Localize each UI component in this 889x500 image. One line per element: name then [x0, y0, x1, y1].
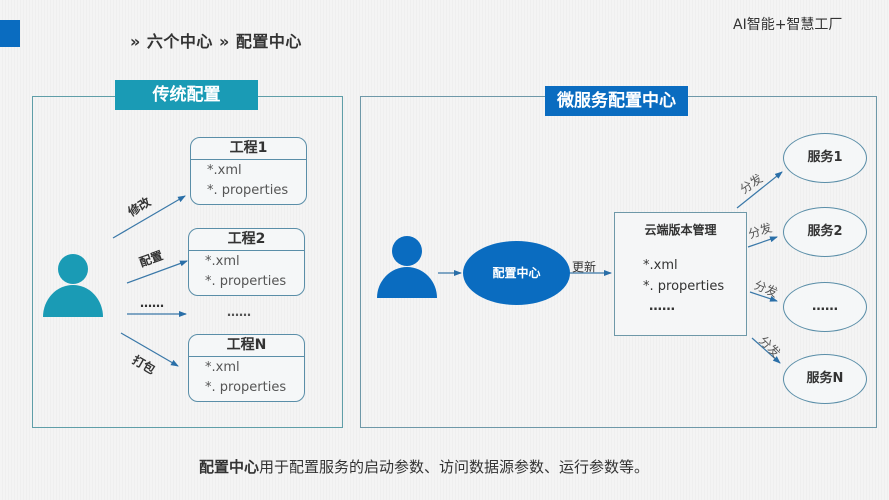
- user-icon: [43, 254, 103, 317]
- service-node: 服务2: [783, 207, 867, 257]
- projects-ellipsis: ……: [227, 305, 251, 319]
- project-card: 工程1 *.xml *. properties: [190, 137, 307, 205]
- service-node: ……: [783, 282, 867, 332]
- breadcrumb: » 六个中心 » 配置中心: [130, 32, 302, 51]
- brand-title: AI智能+智慧工厂: [733, 17, 843, 33]
- project-card: 工程2 *.xml *. properties: [188, 228, 305, 296]
- file-xml: *.xml: [643, 258, 678, 273]
- footer-bold: 配置中心: [199, 458, 260, 476]
- file-xml: *.xml: [205, 360, 240, 375]
- footer-description: 配置中心用于配置服务的启动参数、访问数据源参数、运行参数等。: [199, 456, 649, 477]
- file-xml: *.xml: [207, 163, 242, 178]
- project-title: 工程N: [189, 335, 304, 357]
- footer-text: 用于配置服务的启动参数、访问数据源参数、运行参数等。: [259, 458, 650, 476]
- file-properties: *. properties: [643, 279, 725, 294]
- project-card: 工程N *.xml *. properties: [188, 334, 305, 402]
- user-icon: [377, 236, 437, 298]
- project-title: 工程1: [191, 138, 306, 160]
- file-properties: *. properties: [205, 274, 287, 289]
- file-properties: *. properties: [207, 183, 289, 198]
- accent-block: [0, 20, 20, 47]
- cloud-title: 云端版本管理: [644, 223, 717, 237]
- microservice-config-title: 微服务配置中心: [545, 86, 688, 116]
- files-ellipsis: ……: [649, 299, 675, 314]
- cloud-version-box: 云端版本管理 *.xml *. properties ……: [614, 212, 747, 336]
- config-center-node: 配置中心: [463, 241, 570, 305]
- service-node: 服务N: [783, 354, 867, 404]
- file-properties: *. properties: [205, 380, 287, 395]
- project-title: 工程2: [189, 229, 304, 251]
- service-node: 服务1: [783, 133, 867, 183]
- update-label: 更新: [572, 260, 597, 274]
- file-xml: *.xml: [205, 254, 240, 269]
- ellipsis-label: ……: [140, 296, 164, 310]
- traditional-config-title: 传统配置: [115, 80, 258, 110]
